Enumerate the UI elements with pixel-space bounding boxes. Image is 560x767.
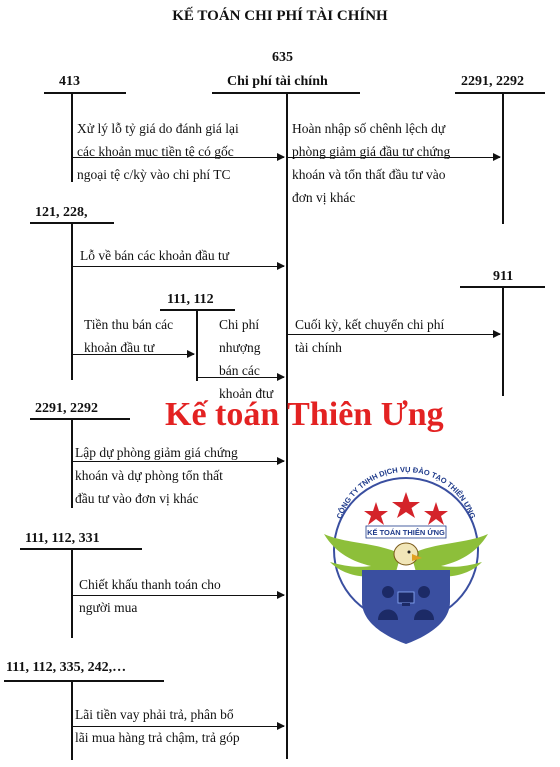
account-111-112-331-vertical-line xyxy=(71,548,73,638)
account-911-label: 911 xyxy=(493,269,514,284)
logo-shield xyxy=(362,570,450,644)
entry-2291-reversal-text: Hoàn nhập số chênh lệch dự phòng giảm gi… xyxy=(292,121,451,205)
account-111-112-label: 111, 112 xyxy=(167,292,214,307)
arrow-transfer-cost-to-635 xyxy=(197,373,285,381)
logo-wing-right xyxy=(411,534,488,577)
logo-wing-left xyxy=(324,534,401,577)
arrow-121-loss-to-635 xyxy=(72,262,285,270)
logo-eagle-eye xyxy=(407,550,411,554)
arrow-635-to-2291 xyxy=(288,153,501,161)
company-logo: CÔNG TY TNHH DỊCH VỤ ĐÀO TẠO THIÊN ƯNG K… xyxy=(324,465,488,644)
entry-discount-text: Chiết khấu thanh toán cho người mua xyxy=(79,577,221,615)
account-111-112-335-vertical-line xyxy=(71,680,73,760)
account-111-112-335-label: 111, 112, 335, 242,… xyxy=(6,660,127,675)
account-111-112-331-top-line xyxy=(20,548,142,550)
logo-computer-stand xyxy=(402,603,410,606)
account-413-label: 413 xyxy=(59,74,80,89)
account-2291-left-label: 2291, 2292 xyxy=(35,401,98,416)
account-111-112-331-label: 111, 112, 331 xyxy=(25,531,100,546)
logo-eagle-head xyxy=(393,542,419,566)
account-2291-right-label: 2291, 2292 xyxy=(461,74,524,89)
logo-person-right-head xyxy=(418,586,430,598)
account-911-vertical-line xyxy=(502,286,504,396)
logo-person-left-head xyxy=(382,586,394,598)
entry-interest-text: Lãi tiền vay phải trả, phân bổ lãi mua h… xyxy=(75,707,240,745)
logo-person-right-body xyxy=(414,609,434,620)
logo-banner xyxy=(365,525,447,539)
account-121-vertical-line xyxy=(71,222,73,380)
arrow-2291-provision-to-635 xyxy=(72,457,285,465)
account-121-label: 121, 228, xyxy=(35,205,88,220)
account-413-top-line xyxy=(44,92,126,94)
logo-person-left-body xyxy=(378,609,398,620)
entry-121-loss-text: Lỗ về bán các khoản đầu tư xyxy=(80,248,230,263)
account-2291-left-vertical-line xyxy=(71,418,73,508)
logo-star-left xyxy=(364,502,388,525)
arrow-interest-to-635 xyxy=(72,722,285,730)
main-account-code: 635 xyxy=(272,50,293,65)
logo-eagle-beak xyxy=(412,554,422,561)
account-2291-left-top-line xyxy=(30,418,130,420)
account-2291-right-vertical-line xyxy=(502,92,504,224)
arrow-121-to-111-112 xyxy=(72,350,195,358)
account-413-vertical-line xyxy=(71,92,73,182)
entry-2291-provision-text: Lập dự phòng giảm giá chứng khoán và dự … xyxy=(75,445,238,506)
logo-star-center xyxy=(392,492,420,518)
logo-star-right xyxy=(424,502,448,525)
entry-911-text: Cuối kỳ, kết chuyển chi phí tài chính xyxy=(295,317,445,355)
logo-computer-icon xyxy=(397,591,415,604)
arrow-413-to-635 xyxy=(72,153,285,161)
entry-413-text: Xử lý lỗ tỷ giá do đánh giá lại các khoả… xyxy=(77,121,239,182)
entry-proceeds-text: Tiền thu bán các khoản đầu tư xyxy=(84,317,174,355)
account-111-112-335-top-line xyxy=(4,680,164,682)
account-111-112-vertical-line xyxy=(196,309,198,381)
main-account-name: Chi phí tài chính xyxy=(227,74,328,89)
entry-transfer-cost-text: Chi phí nhượng bán các khoản đtư xyxy=(219,317,274,401)
logo-banner-text: KẾ TOÁN THIÊN ỨNG xyxy=(367,527,445,537)
page-title: KẾ TOÁN CHI PHÍ TÀI CHÍNH xyxy=(172,8,388,24)
arrow-635-to-911 xyxy=(288,330,501,338)
arrow-discount-to-635 xyxy=(72,591,285,599)
main-account-vertical-line xyxy=(286,92,288,759)
watermark-text: Kế toán Thiên Ưng xyxy=(165,396,444,433)
account-2291-right-top-line xyxy=(455,92,545,94)
